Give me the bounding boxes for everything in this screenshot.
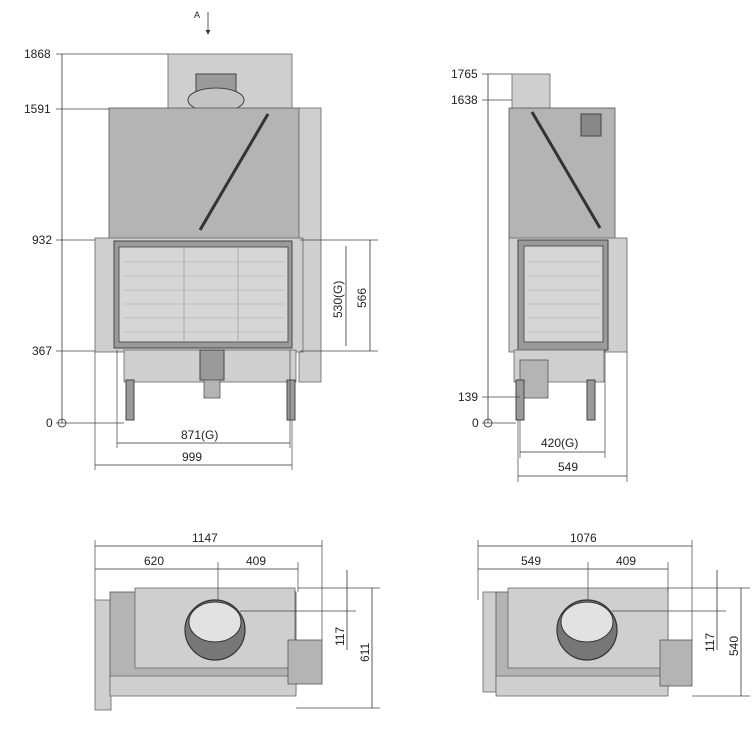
side-air-duct — [519, 359, 549, 399]
lift-strut — [198, 113, 270, 231]
side-height-0: 0 — [472, 416, 479, 430]
side-total-width-label: 549 — [558, 460, 578, 474]
view-marker-label: A — [194, 10, 200, 20]
side-height-1765: 1765 — [451, 67, 478, 81]
air-inlet — [203, 379, 221, 399]
tr-flue-right-label: 409 — [616, 554, 636, 568]
tr-side-panel — [482, 591, 498, 693]
front-view: A — [24, 10, 378, 470]
leg-left — [125, 379, 135, 421]
datum-circle — [57, 418, 67, 428]
side-slats — [528, 261, 600, 333]
height-0: 0 — [46, 416, 53, 430]
height-932: 932 — [32, 233, 52, 247]
tl-overall-label: 1147 — [192, 531, 218, 545]
tl-offset-label: 117 — [333, 627, 347, 646]
side-leg-left — [515, 379, 525, 421]
height-1868: 1868 — [24, 47, 51, 61]
height-1591: 1591 — [24, 102, 51, 116]
side-glass-width-label: 420(G) — [541, 436, 578, 450]
tl-corner-block — [287, 639, 323, 685]
side-datum-circle — [483, 418, 493, 428]
height-367: 367 — [32, 344, 52, 358]
glass-width-label: 871(G) — [181, 428, 218, 442]
side-height-1638: 1638 — [451, 93, 478, 107]
tl-side-panel — [94, 599, 112, 711]
tl-left-flue-label: 620 — [144, 554, 164, 568]
tr-overall-label: 1076 — [570, 531, 597, 545]
side-height-ticks — [482, 73, 520, 424]
tr-depth-label: 540 — [727, 636, 741, 656]
door-height-label: 566 — [355, 288, 369, 308]
side-glass — [523, 245, 604, 343]
side-height-139: 139 — [458, 390, 478, 404]
glass-height-label: 530(G) — [331, 281, 345, 318]
tl-flue-inner — [188, 601, 242, 643]
tl-depth-label: 611 — [358, 643, 372, 662]
tl-front-strip — [109, 675, 297, 697]
tr-front-strip — [495, 675, 669, 697]
tr-left-flue-label: 549 — [521, 554, 541, 568]
upper-housing — [108, 107, 300, 241]
height-ticks — [56, 53, 168, 424]
side-flue — [511, 73, 551, 111]
side-view: 1765 1638 139 0 420(G) 549 — [451, 67, 628, 482]
side-vent-box — [580, 113, 602, 137]
tr-offset-label: 117 — [703, 633, 717, 652]
air-control — [199, 349, 225, 381]
tl-flue-right-label: 409 — [246, 554, 266, 568]
tr-corner-block — [659, 639, 693, 687]
total-width-label: 999 — [182, 450, 202, 464]
side-leg-right — [586, 379, 596, 421]
leg-right — [286, 379, 296, 421]
top-view-right: 1076 549 409 117 540 — [477, 531, 750, 697]
firebox-slats — [124, 261, 284, 333]
tr-flue-inner — [560, 601, 614, 643]
top-view-left: 1147 620 409 117 611 — [94, 531, 380, 711]
door-glass — [118, 246, 289, 343]
side-lift-strut — [530, 111, 602, 229]
